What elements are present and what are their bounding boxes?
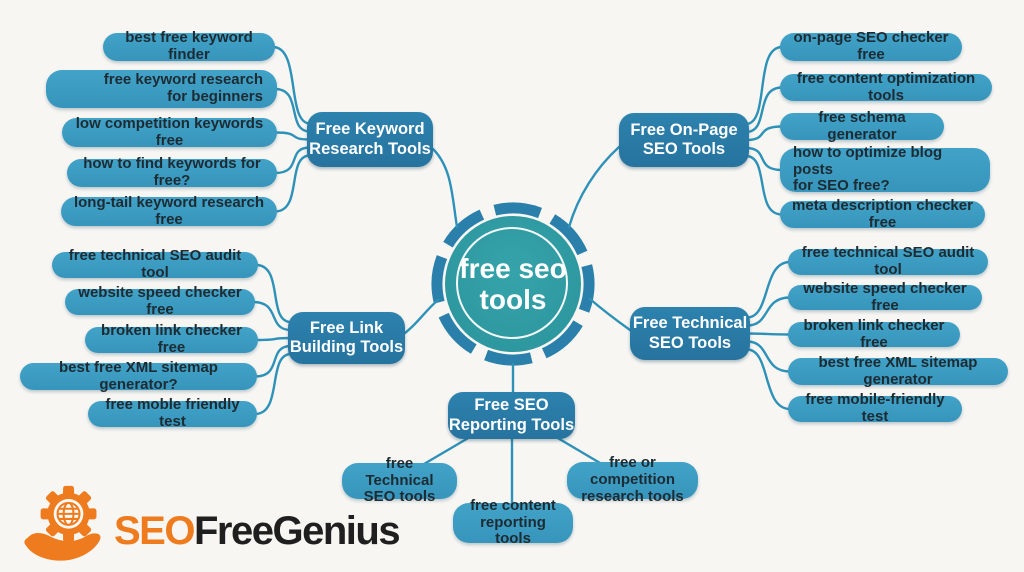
leaf-node: free technical SEO audit tool [788,244,988,278]
connector-line [271,45,312,125]
leaf-node: website speed checker free [788,280,982,313]
connector-line [567,145,621,229]
leaf-node: low competition keywords free [62,115,277,148]
leaf-node: free Technical SEO tools [342,455,457,505]
leaf-node: how to optimize blog posts for SEO free? [780,144,990,194]
leaf-node: free schema generator [780,109,944,142]
center-node: free seo tools [445,216,581,352]
connector-line [745,340,792,373]
leaf-node: free content optimization tools [780,70,992,103]
leaf-node: best free keyword finder [103,29,275,63]
center-node-label: free seo tools [459,252,567,315]
connector-line [273,131,312,141]
leaf-node: free mobile-friendly test [788,391,962,425]
leaf-node: free moble friendly test [88,396,257,430]
connector-line [745,332,792,336]
leaf-node: on-page SEO checker free [780,29,962,63]
connector-line [744,125,784,142]
brand-logo: SEOFreeGenius [22,482,401,566]
branch-node: Free SEO Reporting Tools [448,392,575,439]
leaf-node: long-tail keyword research free [61,194,277,227]
brand-name: SEOFreeGenius [114,508,401,554]
leaf-node: website speed checker free [65,284,255,318]
leaf-node: free content reporting tools [453,497,573,547]
branch-node: Free Link Building Tools [288,312,405,364]
center-inner-ring [456,227,568,339]
leaf-node: best free XML sitemap generator [788,354,1008,387]
connector-line [273,154,312,213]
brand-name-suffix: FreeGenius [193,508,401,553]
leaf-node: free technical SEO audit tool [52,247,258,281]
hand-icon [24,532,101,561]
connector-line [251,300,293,332]
connector-line [744,86,784,134]
center-dashed-ring [431,202,595,366]
connector-line [745,296,792,327]
connector-line [431,147,459,229]
leaf-node: free keyword research for beginners [46,70,277,108]
leaf-node: broken link checker free [788,317,960,350]
leaf-node: how to find keywords for free? [67,155,277,189]
hand-gear-globe-icon [24,485,101,561]
connector-line [744,146,784,172]
globe-icon [56,501,81,526]
connector-line [254,263,293,324]
connector-line [253,352,293,416]
connector-line [745,260,792,319]
connector-line [744,45,784,126]
leaf-node: meta description checker free [780,197,985,230]
connector-line [254,336,293,342]
connector-line [745,348,792,411]
connector-line [554,435,602,465]
brand-name-prefix: SEO [114,508,195,553]
leaf-node: best free XML sitemap generator? [20,359,257,392]
branch-node: Free Technical SEO Tools [630,307,750,360]
leaf-node: broken link checker free [85,322,258,356]
connector-line [253,344,293,378]
connector-line [403,298,440,335]
connector-line [588,297,632,332]
connector-line [422,435,472,466]
branch-node: Free Keyword Research Tools [307,112,433,167]
branch-node: Free On-Page SEO Tools [619,113,749,167]
connector-line [273,87,312,133]
leaf-node: free or competition research tools [567,454,698,505]
connector-line [273,146,312,175]
connector-line [744,154,784,216]
